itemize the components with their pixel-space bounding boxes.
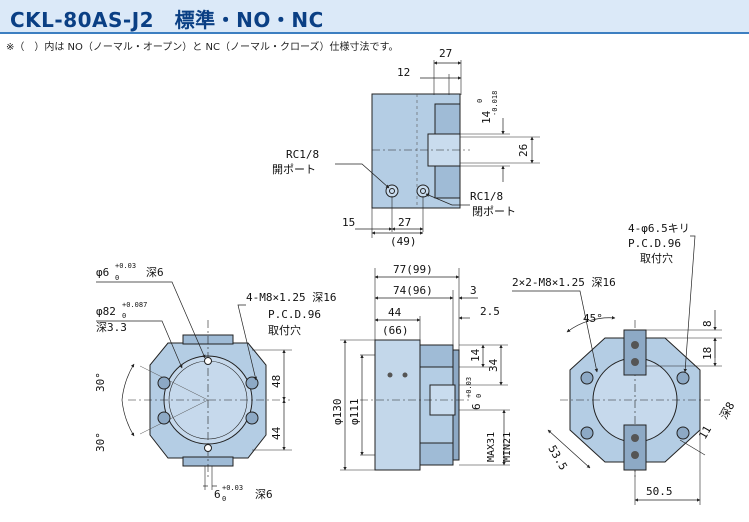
dim-max31: MAX31 — [486, 432, 497, 462]
right-mount: 取付穴 — [640, 251, 673, 265]
dim-6-tol-top: +0.03 — [465, 377, 473, 398]
left-view: φ6 +0.03 0 深6 φ82 +0.087 0 深3.3 4-M8×1.2… — [94, 262, 336, 503]
right-pcd: P.C.D.96 — [628, 237, 681, 250]
left-thread-label: 4-M8×1.25 深16 — [246, 291, 336, 304]
right-thread-label: 2×2-M8×1.25 深16 — [512, 276, 616, 289]
left-pcd: P.C.D.96 — [268, 308, 321, 321]
left-hole-4 — [245, 411, 259, 425]
angle-30-top: 30° — [94, 372, 107, 392]
right-hole-2 — [676, 371, 690, 385]
left-pin-top — [204, 357, 212, 365]
dim-26: 26 — [517, 144, 530, 157]
right-holes-label: 4-φ6.5キリ — [628, 222, 690, 235]
phi82-depth: 深3.3 — [96, 321, 127, 334]
right-hole-1 — [580, 371, 594, 385]
dim-min21: MIN21 — [502, 432, 513, 462]
title-bar: CKL-80AS-J2 標準・NO・NC — [0, 0, 749, 34]
phi6-depth: 深6 — [146, 266, 164, 279]
port2-sub: 閉ポート — [472, 205, 516, 218]
port-close — [416, 184, 430, 198]
phi6-label: φ6 — [96, 266, 109, 279]
spec-note: ※（ ）内は NO（ノーマル・オープン）と NC（ノーマル・クローズ）仕様寸法で… — [6, 42, 399, 53]
top-view: 27 12 14 0 -0.018 26 RC1/8 開ポート RC1/8 閉ポ… — [272, 47, 540, 248]
dim-phi130: φ130 — [331, 399, 344, 426]
dim-14-side: 14 — [469, 348, 482, 362]
left-mount: 取付穴 — [268, 323, 301, 337]
phi82-tol-top: +0.087 — [122, 301, 147, 309]
right-view: 4-φ6.5キリ P.C.D.96 取付穴 2×2-M8×1.25 深16 45… — [512, 222, 737, 505]
port1-label: RC1/8 — [286, 148, 319, 161]
left-pin-bottom — [204, 444, 212, 452]
dim-6-tol-bottom: 0 — [475, 394, 483, 398]
right-hole-3 — [580, 426, 594, 440]
dim-phi111: φ111 — [348, 399, 361, 426]
side-jaw-bottom — [419, 442, 454, 466]
right-jaw-top — [623, 329, 647, 376]
phi82-label: φ82 — [96, 305, 116, 318]
right-dim-18: 18 — [701, 347, 714, 360]
dim-14-tol-top: 0 — [476, 99, 484, 103]
dim-44-left: 44 — [270, 426, 283, 440]
page-title: CKL-80AS-J2 標準・NO・NC — [10, 8, 324, 32]
dim-12: 12 — [397, 66, 410, 79]
right-depth8: 深8 — [717, 400, 737, 422]
dim-34: 34 — [487, 358, 500, 372]
bottom-6-tol-bottom: 0 — [222, 495, 226, 503]
right-angle-45: 45° — [583, 312, 603, 325]
dim-27-top: 27 — [439, 47, 452, 60]
dim-48: 48 — [270, 375, 283, 388]
side-view: 77(99) 74(96) 44 (66) 3 2.5 14 34 6 +0.0… — [331, 263, 513, 471]
dim-14-tol-bottom: -0.018 — [491, 91, 499, 116]
left-hole-3 — [157, 411, 171, 425]
dim-74: 74(96) — [393, 284, 433, 297]
dim-49: (49) — [390, 235, 417, 248]
angle-30-bottom: 30° — [94, 432, 107, 452]
right-jaw-bottom — [623, 424, 647, 471]
right-dim-53-5: 53.5 — [545, 443, 570, 472]
dim-44-side: 44 — [388, 306, 402, 319]
phi6-tol-top: +0.03 — [115, 262, 136, 270]
port2-label: RC1/8 — [470, 190, 503, 203]
dim-15: 15 — [342, 216, 355, 229]
port1-sub: 開ポート — [272, 163, 316, 176]
phi6-tol-bottom: 0 — [115, 274, 119, 282]
right-hole-4 — [676, 426, 690, 440]
side-jaw-top — [419, 344, 454, 368]
bottom-6-depth: 深6 — [255, 488, 273, 501]
dim-6-side: 6 — [470, 403, 483, 410]
dim-66: (66) — [382, 324, 409, 337]
left-hole-2 — [245, 376, 259, 390]
dim-77: 77(99) — [393, 263, 433, 276]
right-dim-8: 8 — [701, 320, 714, 327]
right-dim-50-5: 50.5 — [646, 485, 673, 498]
right-dim-11: 11 — [696, 424, 714, 442]
left-hole-1 — [157, 376, 171, 390]
dim-3: 3 — [470, 284, 477, 297]
dim-2-5: 2.5 — [480, 305, 500, 318]
dim-14-top: 14 — [480, 110, 493, 124]
dim-27-bottom: 27 — [398, 216, 411, 229]
bottom-6: 6 — [214, 488, 221, 501]
bottom-6-tol-top: +0.03 — [222, 484, 243, 492]
phi82-tol-bottom: 0 — [122, 312, 126, 320]
